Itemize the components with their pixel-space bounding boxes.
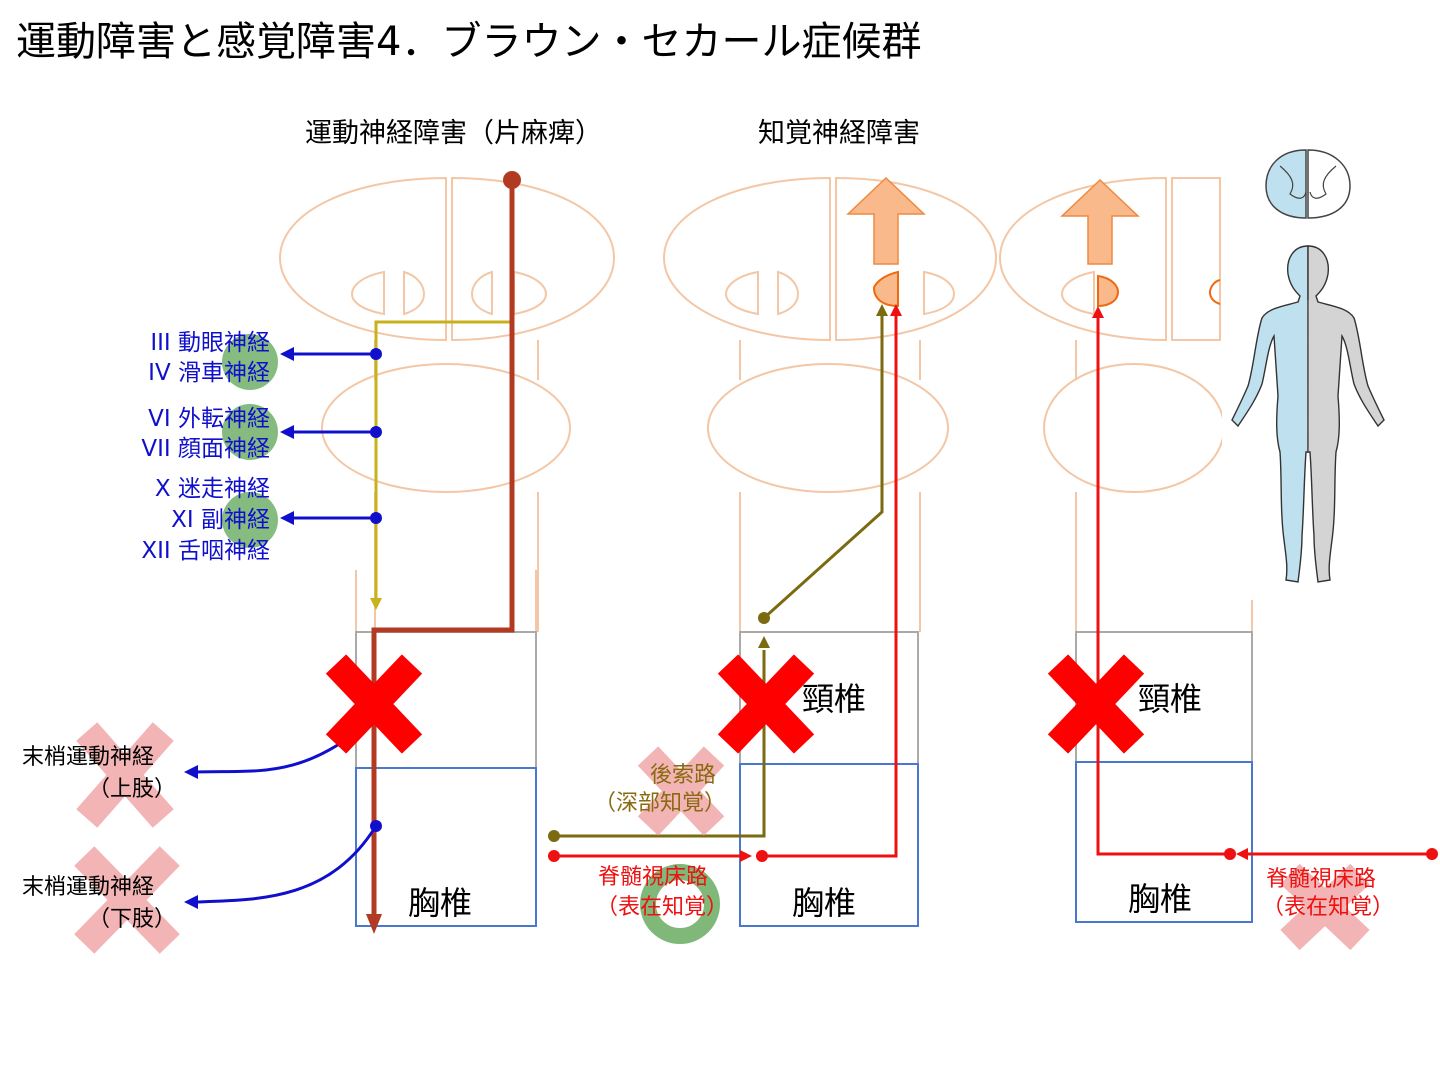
ascending-arrow-2	[846, 176, 926, 265]
thoracic-segment-1	[355, 767, 537, 927]
cranial-label-4: IV 滑車神経	[148, 360, 270, 386]
nucleus-highlight-2	[872, 270, 899, 308]
dorsal-minor-x	[637, 746, 725, 836]
dorsal-arrowhead-1	[758, 636, 770, 648]
peripheral-upper-sub: （上肢）	[88, 777, 176, 802]
dorsal-arrowhead-2	[876, 304, 888, 316]
spinothalamic-arrowhead-a	[740, 850, 752, 862]
spinothalamic-arrowhead-b	[890, 304, 902, 316]
nucleus-highlight-3b	[1208, 279, 1221, 305]
corticospinal-tract	[371, 180, 515, 918]
spinothalamic-arrowhead-3a	[1236, 848, 1248, 860]
cervical-label-3: 頸椎	[1138, 680, 1202, 718]
spinothalamic-label-3: 脊髄視床路	[1266, 867, 1376, 892]
spinothalamic-relay-dot-3	[1224, 848, 1236, 860]
corticobulbar-tract	[374, 320, 510, 604]
thoracic-label-2: 胸椎	[792, 884, 856, 922]
thoracic-segment-2	[739, 763, 919, 927]
peripheral-upper-label: 末梢運動神経	[22, 745, 154, 770]
cranial-ok-marks	[222, 334, 278, 548]
peripheral-minor-x	[74, 722, 180, 954]
dorsal-column-tract	[554, 314, 884, 838]
cranial-nerve-arrows	[280, 347, 382, 525]
spinothalamic-sub-3: （表在知覚）	[1262, 895, 1394, 920]
thoracic-segment-3	[1075, 761, 1253, 923]
spinothalamic-start-dot-3	[1426, 848, 1438, 860]
spinothalamic-relay-dot	[756, 850, 768, 862]
peripheral-arrow-lower	[184, 895, 198, 909]
cranial-label-6: VI 外転神経	[148, 406, 270, 432]
brainstem-outline-1	[278, 176, 616, 632]
spinothalamic-minor-x-3	[1280, 863, 1370, 951]
cervical-label-2: 頸椎	[802, 680, 866, 718]
peripheral-lower-sub: （下肢）	[88, 907, 176, 932]
spinothalamic-sub-2: （表在知覚）	[596, 895, 728, 920]
peripheral-dot-lower	[370, 820, 382, 832]
corticobulbar-arrowhead	[370, 598, 382, 610]
lesion-x-1	[325, 654, 423, 754]
ascending-arrow-3	[1060, 178, 1140, 265]
header-motor: 運動神経障害（片麻痺）	[305, 118, 602, 149]
dorsal-start-dot	[548, 830, 560, 842]
cranial-label-10: X 迷走神経	[155, 476, 270, 502]
dorsal-tract-label: 後索路	[650, 763, 716, 788]
page-title: 運動障害と感覚障害4．ブラウン・セカール症候群	[16, 19, 921, 65]
spinothalamic-tract-3	[1096, 316, 1432, 856]
spinothalamic-start-dot	[548, 850, 560, 862]
spinothalamic-arrowhead-3b	[1092, 306, 1104, 318]
header-sensory: 知覚神経障害	[758, 118, 920, 149]
cranial-label-3: III 動眼神経	[150, 330, 270, 356]
dorsal-relay-dot	[758, 612, 770, 624]
cranial-label-11: XI 副神経	[171, 507, 270, 533]
dorsal-tract-sub: （深部知覚）	[594, 791, 726, 816]
thoracic-label-3: 胸椎	[1128, 880, 1192, 918]
spinothalamic-tract-2	[554, 314, 898, 858]
thoracic-label-1: 胸椎	[408, 884, 472, 922]
motor-arrowhead	[366, 914, 382, 934]
peripheral-lower-label: 末梢運動神経	[22, 875, 154, 900]
lesion-x-2	[717, 654, 815, 754]
motor-origin-dot	[503, 171, 521, 189]
lesion-x-3	[1047, 654, 1145, 754]
peripheral-arrow-upper	[184, 765, 198, 779]
brainstem-outline-2	[662, 176, 998, 632]
cranial-label-12: XII 舌咽神経	[141, 538, 270, 564]
brainstem-outline-3	[998, 176, 1253, 632]
spinothalamic-label-2: 脊髄視床路	[598, 865, 708, 890]
cranial-label-7: VII 顔面神経	[141, 436, 270, 462]
spinothalamic-ok-ring	[640, 864, 720, 944]
spinal-cord-cross-section-icon	[1265, 149, 1351, 219]
body-figure-icon	[1231, 245, 1385, 583]
nucleus-highlight-3	[1097, 274, 1120, 308]
